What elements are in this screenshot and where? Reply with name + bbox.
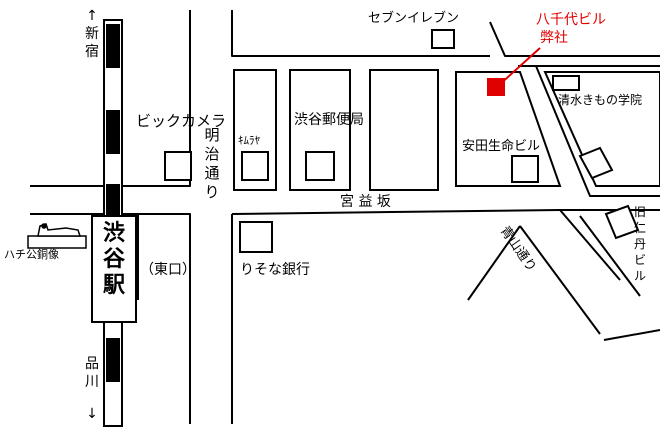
north-direction-label: 新宿 xyxy=(85,26,99,60)
east-diag-south xyxy=(559,209,621,281)
blocks xyxy=(233,69,660,191)
kyu-nichiden-label: 旧仁丹ビル xyxy=(634,205,646,283)
kyu-nichiden-building xyxy=(604,204,640,240)
block-shimizu xyxy=(543,71,660,187)
aoyama-west-edge-start xyxy=(467,225,521,301)
bic-camera-building xyxy=(164,151,192,181)
shimizu-label: 清水きもの学院 xyxy=(558,92,642,107)
station-name: 渋谷駅 xyxy=(103,220,126,298)
block-kimuraya xyxy=(233,69,277,191)
rail-seg-3 xyxy=(106,184,120,218)
miyamasu-south-edge xyxy=(231,209,561,215)
meiji-west-edge-south xyxy=(30,213,191,424)
meiji-west-edge xyxy=(30,10,191,187)
destination-marker xyxy=(487,47,541,96)
yasuda-building xyxy=(511,155,539,183)
diamond-building xyxy=(578,146,614,180)
rail-seg-4 xyxy=(106,338,120,382)
rail-seg-2 xyxy=(106,110,120,154)
top-road-lower-edge xyxy=(231,10,490,57)
north-arrow: ↑ xyxy=(86,8,98,24)
kimuraya-building xyxy=(241,151,269,181)
yasuda-label: 安田生命ビル xyxy=(462,138,540,154)
south-arrow: ↓ xyxy=(86,406,98,422)
shimizu-building xyxy=(552,75,580,91)
south-direction-label: 品川 xyxy=(85,356,99,390)
rail-seg-1 xyxy=(106,24,120,68)
aoyama-east-edge xyxy=(579,215,641,297)
road-lines xyxy=(30,10,660,424)
post-office-building xyxy=(305,151,335,181)
resona-building xyxy=(239,221,273,253)
miyamasu-zaka-label: 宮 益 坂 xyxy=(340,194,391,210)
station-box xyxy=(91,215,137,323)
block-post-office xyxy=(289,69,351,191)
east-road-north-edge xyxy=(535,65,660,197)
seven-eleven-label: セブンイレブン xyxy=(368,10,459,26)
destination-pointer-line xyxy=(497,47,541,87)
aoyama-east-edge-2 xyxy=(603,329,660,341)
seven-eleven-building xyxy=(431,29,455,49)
meiji-dori-label: 明治通り xyxy=(204,126,219,201)
block-middle xyxy=(369,69,439,191)
bic-camera-label: ビックカメラ xyxy=(136,112,226,130)
yachiyo-building-marker xyxy=(487,78,505,96)
station-exit-label: （東口） xyxy=(140,262,196,278)
post-office-label: 渋谷郵便局 xyxy=(294,112,364,128)
block-yasuda xyxy=(455,71,562,187)
aoyama-west-edge xyxy=(519,225,601,335)
hachiko-label: ハチ公銅像 xyxy=(4,247,59,261)
resona-label: りそな銀行 xyxy=(240,262,310,278)
building-markers xyxy=(164,29,640,253)
destination-name: 八千代ビル xyxy=(536,12,606,28)
kimuraya-label: ｷﾑﾗﾔ xyxy=(238,134,260,147)
destination-company: 弊社 xyxy=(540,30,568,46)
top-road-upper-edge xyxy=(489,21,660,57)
hachiko-icon xyxy=(27,223,87,249)
